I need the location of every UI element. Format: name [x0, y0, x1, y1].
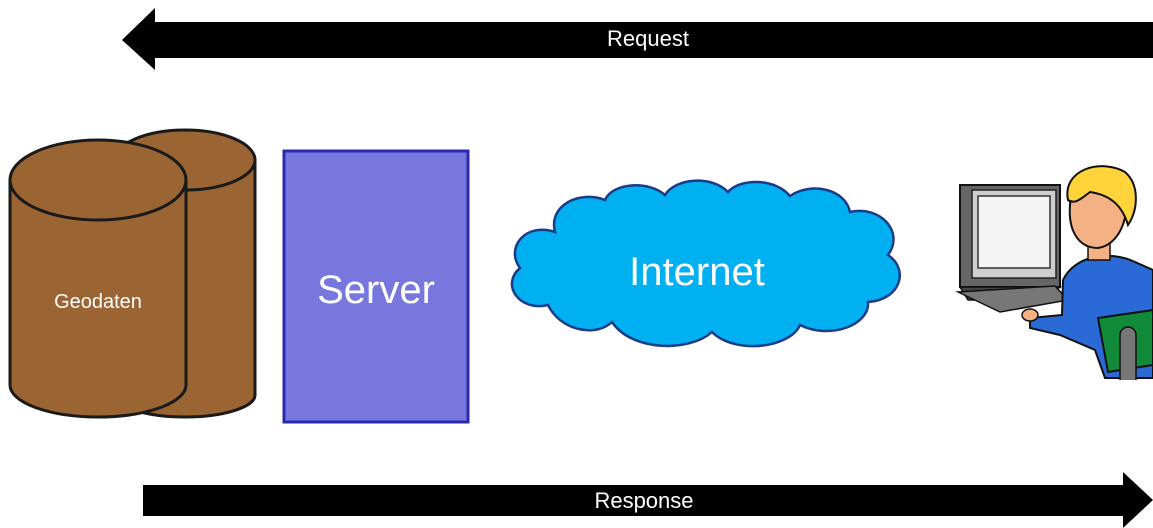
user-computer-icon [955, 165, 1153, 380]
cloud-icon: Internet [510, 179, 901, 348]
response-arrow: Response [143, 472, 1153, 528]
cloud-label: Internet [629, 250, 765, 294]
response-label: Response [594, 488, 693, 513]
database-label: Geodaten [54, 291, 142, 313]
database-icon: Geodaten [8, 128, 257, 419]
server-box: Server [282, 149, 470, 424]
request-arrow: Request [122, 8, 1153, 70]
request-label: Request [607, 26, 689, 51]
chair-icon [1096, 308, 1153, 380]
monitor-icon [958, 184, 1063, 301]
server-label: Server [317, 268, 435, 312]
